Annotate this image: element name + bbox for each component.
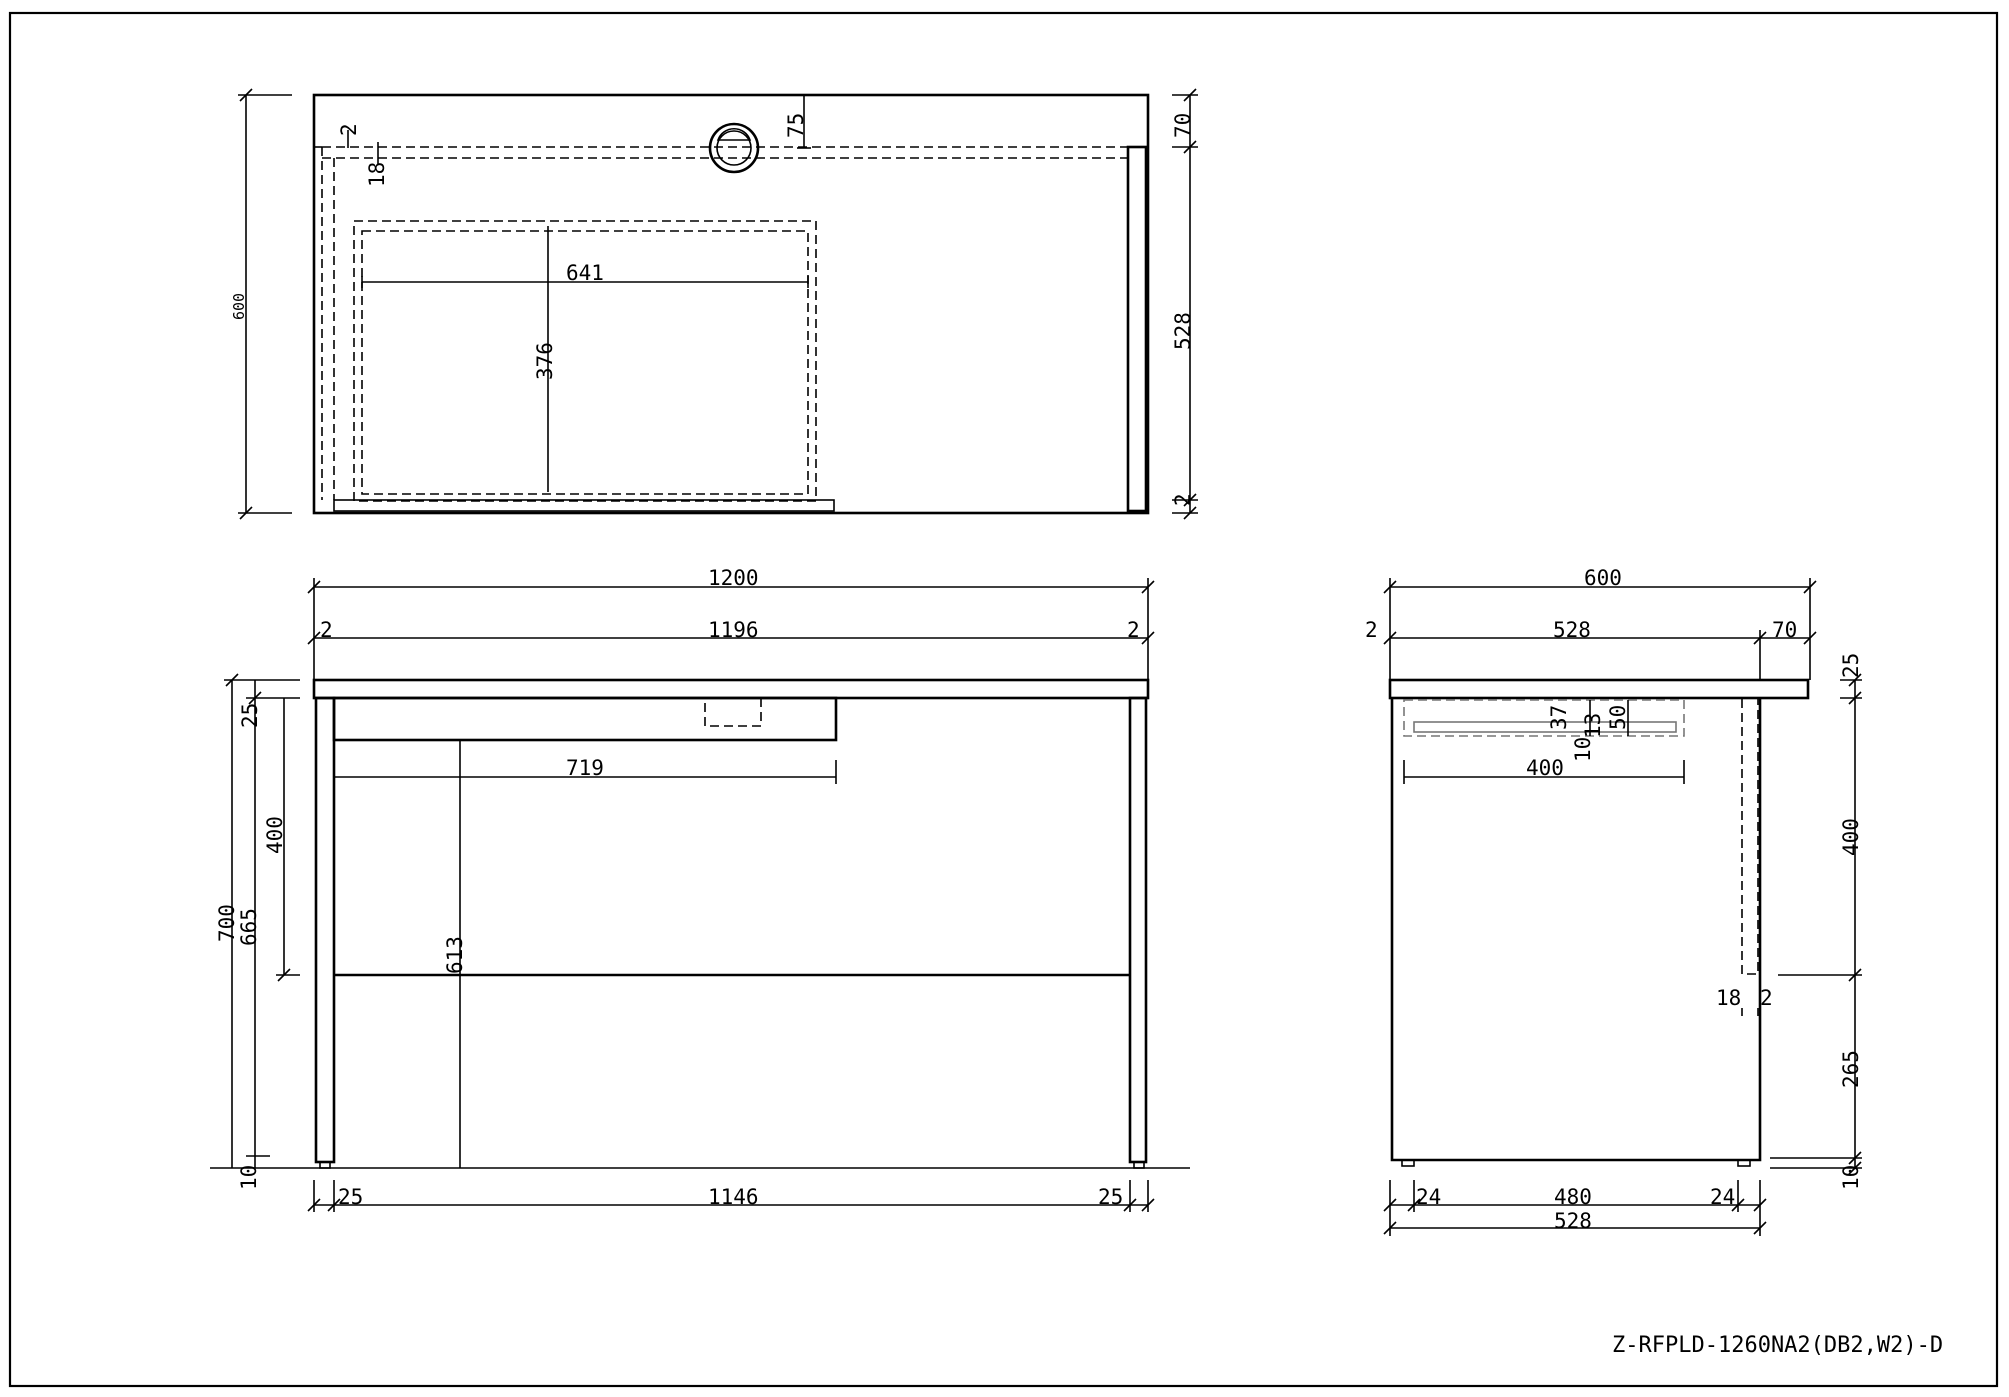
top-panel-thickness-dim: 18	[365, 162, 389, 187]
front-leg-left	[314, 696, 336, 1164]
side-leg-span-dim: 480	[1554, 1185, 1592, 1209]
front-leg-left-dim: 25	[338, 1185, 363, 1209]
front-drawer	[332, 696, 838, 742]
side-overhang-dim: 70	[1772, 618, 1797, 642]
side-floor-gap-dim: 10	[1839, 1165, 1863, 1190]
side-modesty-height-dim: 400	[1839, 818, 1863, 856]
side-base-depth-dim: 528	[1554, 1209, 1592, 1233]
front-top-thickness-dim: 25	[238, 703, 262, 728]
top-inner-gap-dim: 2	[337, 123, 361, 136]
side-drawer	[1403, 699, 1685, 737]
side-drawer-h4-dim: 50	[1606, 705, 1630, 730]
cable-grommet-inner	[716, 130, 752, 166]
top-view-desktop-outline	[312, 93, 1150, 515]
front-overall-height-dim: 700	[215, 904, 239, 942]
top-side-depth-dim: 528	[1171, 312, 1195, 350]
side-desktop	[1388, 678, 1810, 700]
top-drawer-depth-dim: 376	[533, 342, 557, 380]
side-drawer-depth-dim: 400	[1526, 756, 1564, 780]
front-drawer-width-dim: 719	[566, 756, 604, 780]
front-leg-height-dim: 665	[237, 908, 261, 946]
front-floor-gap-dim: 10	[237, 1165, 261, 1190]
side-leg-back-dim: 24	[1710, 1185, 1735, 1209]
top-drawer-width-dim: 641	[566, 261, 604, 285]
top-view-drawer-outline	[353, 220, 817, 502]
top-front-gap-dim: 2	[1171, 493, 1195, 506]
side-frame-depth-dim: 528	[1553, 618, 1591, 642]
front-knee-height-dim: 613	[443, 936, 467, 974]
side-drawer-h3-dim: 13	[1581, 713, 1605, 738]
side-view: 600 2 528 70 400 37 10 13 50	[1365, 566, 1863, 1236]
front-drawer-depth-dim: 400	[263, 816, 287, 854]
side-clearance-dim: 265	[1839, 1050, 1863, 1088]
front-left-gap-dim: 2	[320, 618, 333, 642]
side-overall-depth-dim: 600	[1584, 566, 1622, 590]
cable-grommet-outer	[708, 122, 760, 174]
front-inner-width-dim: 1196	[708, 618, 759, 642]
front-leg-right	[1128, 696, 1148, 1164]
front-overall-width-dim: 1200	[708, 566, 759, 590]
side-panel-gap-dim: 2	[1760, 986, 1773, 1010]
side-left-gap-dim: 2	[1365, 618, 1378, 642]
side-panel-thickness-dim: 18	[1716, 986, 1741, 1010]
front-leg-right-dim: 25	[1098, 1185, 1123, 1209]
front-leg-span-dim: 1146	[708, 1185, 759, 1209]
front-desktop	[312, 678, 1150, 700]
top-view: 641 376 75 2 18 600 70 528 2	[230, 88, 1198, 520]
drawing-frame	[8, 11, 1999, 1388]
drawing-code-label: Z-RFPLD-1260NA2(DB2,W2)-D	[1612, 1333, 1943, 1358]
side-drawer-h1-dim: 37	[1547, 705, 1571, 730]
grommet-offset-dim: 75	[784, 113, 808, 138]
front-view: 1200 2 1196 2 719 613	[210, 566, 1190, 1212]
top-overall-depth-dim: 600	[230, 293, 248, 320]
side-drawer-h2-dim: 10	[1571, 737, 1595, 762]
front-right-gap-dim: 2	[1127, 618, 1140, 642]
side-leg-front-dim: 24	[1416, 1185, 1441, 1209]
side-top-thickness-dim: 25	[1839, 653, 1863, 678]
top-back-gap-dim: 70	[1171, 113, 1195, 138]
